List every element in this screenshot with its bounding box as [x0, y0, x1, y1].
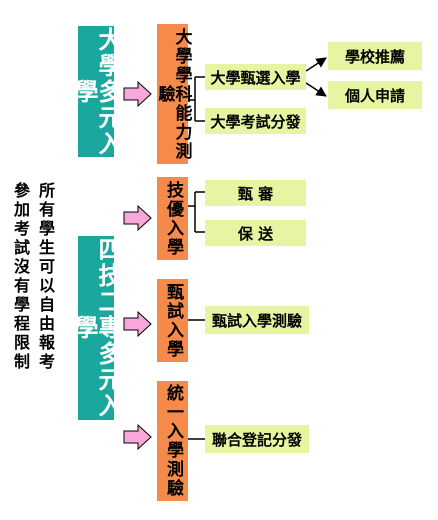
guarantee-option: 保 送: [205, 220, 306, 246]
technical-multi-entry-title: 四技二專多元入學: [70, 236, 122, 420]
note-line-2: 參加考試沒有學程限制: [11, 182, 30, 372]
school-recommendation: 學校推薦: [328, 42, 422, 70]
excellence-entry: 技優入學: [157, 177, 188, 260]
block-arrow-screening: [123, 310, 152, 338]
block-arrow-university: [123, 80, 152, 108]
screening-entry: 甄試入學: [157, 279, 188, 362]
university-ability-test: 大學學科能力測驗: [155, 24, 192, 164]
block-arrow-excellence: [123, 204, 152, 232]
university-exam-placement: 大學考試分發: [205, 108, 306, 134]
personal-application: 個人申請: [328, 81, 422, 109]
review-option: 甄 審: [205, 180, 306, 206]
unified-entry-test: 統一入學測驗: [157, 381, 188, 501]
block-arrow-unified: [123, 423, 152, 451]
joint-registration-placement: 聯合登記分發: [205, 425, 309, 453]
note-line-1: 所有學生可以自由報考: [36, 182, 55, 372]
screening-test-option: 甄試入學測驗: [205, 306, 309, 334]
arrow-to-personal: [305, 82, 327, 97]
university-selection-entry: 大學甄選入學: [205, 64, 306, 90]
university-multi-entry-title: 大學多元入學: [70, 26, 122, 157]
arrow-to-recommend: [305, 57, 327, 72]
